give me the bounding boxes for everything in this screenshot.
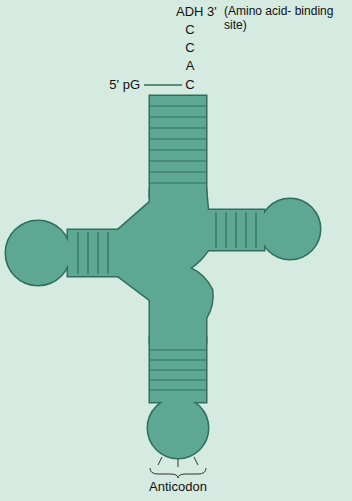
anticodon-marks bbox=[150, 457, 206, 478]
strand-ends bbox=[144, 85, 190, 96]
terminus-label: 5' pG bbox=[109, 77, 140, 93]
anticodon-bracket bbox=[150, 468, 206, 478]
site-note: (Amino acid- binding site) bbox=[224, 4, 338, 32]
base-letter: C bbox=[185, 77, 194, 93]
terminus-label: ADH 3' bbox=[176, 4, 217, 20]
region-label: Anticodon bbox=[149, 479, 207, 495]
shape-outline bbox=[6, 96, 320, 458]
base-pairs bbox=[78, 106, 256, 390]
base-letter: C bbox=[185, 22, 194, 38]
shape-fill bbox=[6, 96, 320, 458]
base-letter: C bbox=[185, 40, 194, 56]
base-letter: A bbox=[186, 58, 195, 74]
